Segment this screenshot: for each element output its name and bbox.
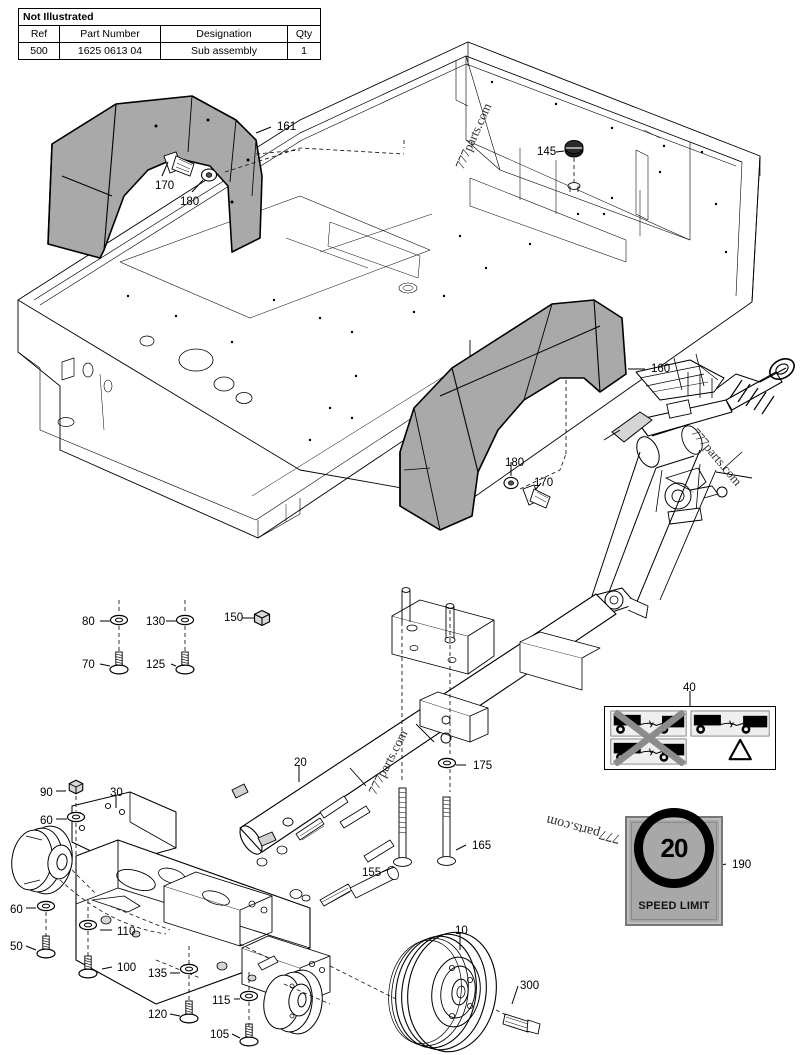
callout-190: 190 (732, 859, 752, 871)
decal-panel-correct (690, 710, 770, 737)
wheel (329, 931, 541, 1053)
callout-180b: 180 (505, 457, 525, 469)
callout-170b: 170 (534, 477, 554, 489)
hitch-assembly (591, 353, 795, 619)
callout-110: 110 (117, 926, 136, 938)
hw-170b (522, 484, 551, 509)
callout-180: 180 (180, 196, 200, 208)
assembly-guides (45, 140, 575, 1028)
speed-limit-caption: SPEED LIMIT (638, 900, 710, 912)
callout-155: 155 (362, 867, 382, 879)
callout-150: 150 (224, 612, 244, 624)
callout-175: 175 (473, 760, 493, 772)
fender-left (47, 95, 263, 259)
x-mark-icon (612, 710, 687, 766)
fender-right (399, 299, 627, 531)
callout-115: 115 (212, 995, 231, 1007)
table-row: 500 1625 0613 04 Sub assembly 1 (18, 42, 321, 60)
callout-161: 161 (277, 121, 297, 133)
decal-40-pictograms (610, 710, 770, 766)
callout-100: 100 (117, 962, 137, 974)
callout-40: 40 (683, 682, 696, 694)
cell-designation: Sub assembly (160, 42, 288, 60)
callout-90: 90 (40, 787, 53, 799)
callout-125: 125 (146, 659, 166, 671)
callout-50: 50 (10, 941, 23, 953)
callout-20: 20 (294, 757, 307, 769)
warning-decal-40 (604, 706, 776, 770)
hw-170a (163, 151, 195, 177)
callout-30: 30 (110, 787, 123, 799)
speed-limit-circle: 20 (634, 808, 714, 888)
callout-60b: 60 (10, 904, 23, 916)
callout-80: 80 (82, 616, 95, 628)
callout-135: 135 (148, 968, 168, 980)
hw-145 (564, 140, 584, 192)
column-header-qty: Qty (287, 25, 321, 43)
speed-limit-value: 20 (660, 832, 689, 863)
callout-10: 10 (455, 925, 468, 937)
callout-120: 120 (148, 1009, 168, 1021)
callout-165: 165 (472, 840, 492, 852)
callout-60: 60 (40, 815, 53, 827)
hw-180a (200, 168, 218, 182)
hw-165 (437, 796, 456, 866)
warning-triangle-icon (728, 738, 752, 761)
hw-155 (393, 787, 412, 867)
drawbar (231, 587, 617, 867)
cell-part-number: 1625 0613 04 (59, 42, 161, 60)
callout-160: 160 (651, 363, 671, 375)
speed-limit-decal-190: 20 SPEED LIMIT (625, 808, 723, 926)
callout-170: 170 (155, 180, 175, 192)
callout-130: 130 (146, 616, 166, 628)
callout-300: 300 (520, 980, 540, 992)
cell-qty: 1 (287, 42, 321, 60)
hw-180b (503, 476, 519, 490)
callout-145: 145 (537, 146, 557, 158)
callout-105: 105 (210, 1029, 230, 1041)
cell-ref: 500 (18, 42, 60, 60)
axle-assembly (11, 791, 399, 1035)
not-illustrated-table: Not Illustrated Ref Part Number Designat… (18, 8, 321, 60)
callout-70: 70 (82, 659, 95, 671)
